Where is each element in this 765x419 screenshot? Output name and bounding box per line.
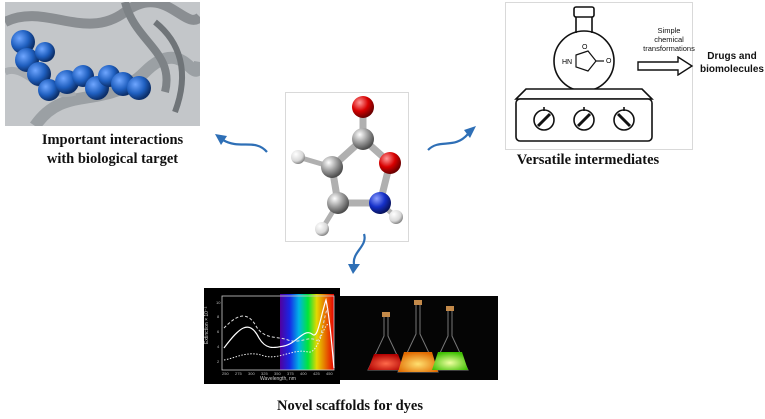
absorption-spectrum-image: Extinction × 10⁻³ Wavelength, nm 250 275…	[204, 288, 340, 384]
protein-image	[5, 2, 200, 126]
dyes-caption: Novel scaffolds for dyes	[277, 398, 423, 414]
nitrogen-atom	[369, 192, 391, 214]
arrow-to-intermediates	[427, 126, 476, 151]
hydrogen-atom	[389, 210, 403, 224]
transformation-arrow	[637, 56, 694, 76]
arrow-to-dyes	[348, 233, 366, 274]
x-tick: 300	[248, 371, 255, 376]
y-tick: 6	[217, 329, 220, 334]
x-tick: 350	[274, 371, 281, 376]
x-tick: 425	[313, 371, 320, 376]
ligand-spheres	[11, 30, 151, 101]
carbon-atom	[327, 192, 349, 214]
ring-o-carbonyl-label: O	[606, 58, 612, 65]
carbon-atom	[321, 156, 343, 178]
x-tick: 275	[235, 371, 242, 376]
spectrum-ylabel: Extinction × 10⁻³	[204, 306, 210, 344]
x-tick: 375	[287, 371, 294, 376]
carbon-atom	[352, 128, 374, 150]
oxygen-atom-carbonyl	[352, 96, 374, 118]
x-tick: 250	[222, 371, 229, 376]
transformation-label: Simple chemical transformations	[643, 26, 695, 53]
spectrum-xlabel: Wavelength, nm	[260, 376, 296, 382]
product-label: Drugs and biomolecules	[700, 51, 764, 75]
protein-caption: Important interactions with biological t…	[41, 132, 184, 167]
hydrogen-atom	[291, 150, 305, 164]
y-tick: 8	[217, 314, 220, 319]
molecule-panel	[285, 92, 409, 242]
oxygen-atom-ring	[379, 152, 401, 174]
ring-o-label: O	[582, 44, 588, 51]
y-tick: 10	[216, 300, 221, 305]
y-tick: 4	[217, 344, 220, 349]
ring-nh-label: HN	[562, 59, 572, 66]
x-tick: 400	[300, 371, 307, 376]
x-tick: 325	[261, 371, 268, 376]
hydrogen-atom	[315, 222, 329, 236]
arrow-to-protein	[215, 134, 268, 153]
x-tick: 450	[326, 371, 333, 376]
intermediates-caption: Versatile intermediates	[516, 152, 660, 168]
y-tick: 2	[217, 359, 220, 364]
reaction-setup-panel: HN O O	[505, 2, 693, 150]
fluorescent-flasks-image	[340, 296, 498, 380]
